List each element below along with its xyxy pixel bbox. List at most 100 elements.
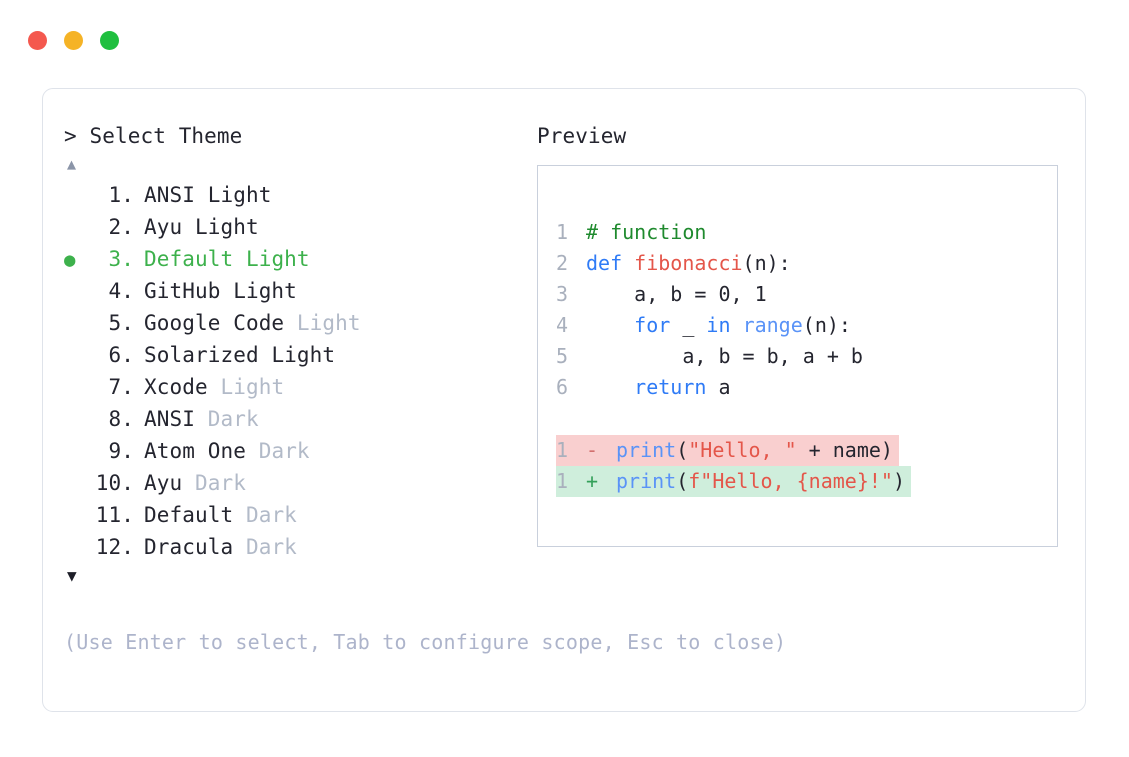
- theme-item-name: Xcode Light: [144, 375, 285, 399]
- selected-bullet-icon: ●: [64, 249, 76, 271]
- theme-item-number: 4.: [108, 279, 134, 303]
- theme-item-name: Default Dark: [144, 503, 297, 527]
- code-token: fibonacci: [634, 251, 743, 275]
- theme-item-number: 2.: [108, 215, 134, 239]
- theme-item-number: 6.: [108, 343, 134, 367]
- theme-item-name: Solarized Light: [144, 343, 336, 367]
- code-line-text: return a: [578, 372, 730, 403]
- theme-item-name: Dracula Dark: [144, 535, 297, 559]
- preview-label: Preview: [537, 124, 627, 148]
- code-line: 4 for _ in range(n):: [556, 310, 863, 341]
- line-number: 6: [556, 375, 569, 399]
- diff-line-text: print("Hello, " + name): [606, 435, 899, 466]
- code-token: # function: [586, 220, 707, 244]
- code-line: 6 return a: [556, 372, 863, 403]
- code-token: f"Hello, {name}!": [688, 469, 893, 493]
- theme-item-variant: Dark: [258, 439, 310, 463]
- theme-item-variant: Dark: [207, 407, 259, 431]
- window-titlebar: [28, 31, 119, 50]
- theme-item-number: 5.: [108, 311, 134, 335]
- code-line-text: # function: [578, 217, 706, 248]
- theme-item-name: Ayu Light: [144, 215, 259, 239]
- code-line-text: a, b = b, a + b: [578, 341, 863, 372]
- bullet-placeholder: [64, 372, 90, 404]
- theme-item-variant: Dark: [245, 535, 297, 559]
- code-token: ): [892, 469, 906, 493]
- close-button[interactable]: [28, 31, 47, 50]
- code-token: return: [634, 375, 707, 399]
- code-token: a, b =: [586, 282, 719, 306]
- code-token: a, b = b, a + b: [586, 344, 863, 368]
- theme-item-name: Ayu Dark: [144, 471, 246, 495]
- theme-item-name: Atom One Dark: [144, 439, 310, 463]
- theme-item-name: Default Light: [144, 247, 310, 271]
- code-token: ,: [730, 282, 755, 306]
- bullet-placeholder: [64, 340, 90, 372]
- diff-sign: -: [586, 438, 599, 462]
- theme-item-number: 11.: [95, 503, 134, 527]
- theme-list-item[interactable]: 12.Dracula Dark: [64, 531, 534, 563]
- theme-item-name: ANSI Dark: [144, 407, 259, 431]
- line-number: 4: [556, 313, 569, 337]
- minimize-button[interactable]: [64, 31, 83, 50]
- bullet-placeholder: [64, 436, 90, 468]
- code-line: 1 # function: [556, 217, 863, 248]
- theme-item-variant: Light: [245, 247, 310, 271]
- code-token: _: [670, 313, 707, 337]
- diff-added-line: 1+print(f"Hello, {name}!"): [556, 466, 912, 497]
- theme-list-item[interactable]: 8. ANSI Dark: [64, 403, 534, 435]
- line-number: 1: [556, 438, 569, 462]
- bullet-placeholder: [64, 276, 90, 308]
- theme-list-item[interactable]: 11. Default Dark: [64, 499, 534, 531]
- theme-list-item[interactable]: 5. Google Code Light: [64, 307, 534, 339]
- theme-item-variant: Dark: [194, 471, 246, 495]
- theme-list-item[interactable]: 1.ANSI Light: [64, 179, 534, 211]
- theme-list-item[interactable]: 4. GitHub Light: [64, 275, 534, 307]
- line-number: 1: [556, 469, 569, 493]
- code-token: def: [586, 251, 635, 275]
- diff-removed-line: 1-print("Hello, " + name): [556, 435, 899, 466]
- theme-list-item[interactable]: 7. Xcode Light: [64, 371, 534, 403]
- theme-item-number: 9.: [108, 439, 134, 463]
- code-line: 2 def fibonacci(n):: [556, 248, 863, 279]
- theme-list-item[interactable]: 9. Atom One Dark: [64, 435, 534, 467]
- scroll-up-icon[interactable]: ▲: [67, 155, 77, 173]
- line-number: 1: [556, 220, 569, 244]
- theme-item-variant: Dark: [245, 503, 297, 527]
- theme-item-variant: Light: [207, 183, 272, 207]
- theme-item-number: 8.: [108, 407, 134, 431]
- code-token: in: [706, 313, 731, 337]
- theme-list-item[interactable]: 6. Solarized Light: [64, 339, 534, 371]
- code-token: (n):: [742, 251, 791, 275]
- theme-item-number: 10.: [95, 471, 134, 495]
- bullet-placeholder: [64, 308, 90, 340]
- code-token: (: [676, 438, 689, 462]
- code-token: [586, 313, 634, 337]
- theme-item-name: Google Code Light: [144, 311, 361, 335]
- theme-item-number: 1.: [108, 183, 134, 207]
- theme-selector-pane: > Select Theme ▲ 1.ANSI Light 2. Ayu Ligh…: [64, 121, 534, 589]
- theme-item-name: GitHub Light: [144, 279, 297, 303]
- bullet-placeholder: [64, 180, 90, 212]
- diff-sample: 1-print("Hello, " + name)1+print(f"Hello…: [556, 435, 912, 497]
- theme-item-number: 3.: [108, 247, 134, 271]
- line-number: 2: [556, 251, 569, 275]
- theme-list-item[interactable]: ● 3. Default Light: [64, 243, 534, 275]
- theme-list-item[interactable]: 10. Ayu Dark: [64, 467, 534, 499]
- diff-line-text: print(f"Hello, {name}!"): [606, 466, 911, 497]
- theme-item-number: 7.: [108, 375, 134, 399]
- code-token: (: [676, 469, 689, 493]
- theme-item-variant: Light: [271, 343, 336, 367]
- code-token: print: [616, 438, 677, 462]
- code-token: 0: [718, 282, 731, 306]
- code-line-text: a, b = 0, 1: [578, 279, 766, 310]
- page-title: > Select Theme: [64, 124, 243, 148]
- maximize-button[interactable]: [100, 31, 119, 50]
- code-token: print: [616, 469, 677, 493]
- scroll-down-icon[interactable]: ▼: [67, 566, 77, 585]
- theme-list-item[interactable]: 2. Ayu Light: [64, 211, 534, 243]
- theme-item-variant: Light: [194, 215, 259, 239]
- theme-list[interactable]: 1.ANSI Light 2. Ayu Light ● 3. Default Light…: [64, 179, 534, 563]
